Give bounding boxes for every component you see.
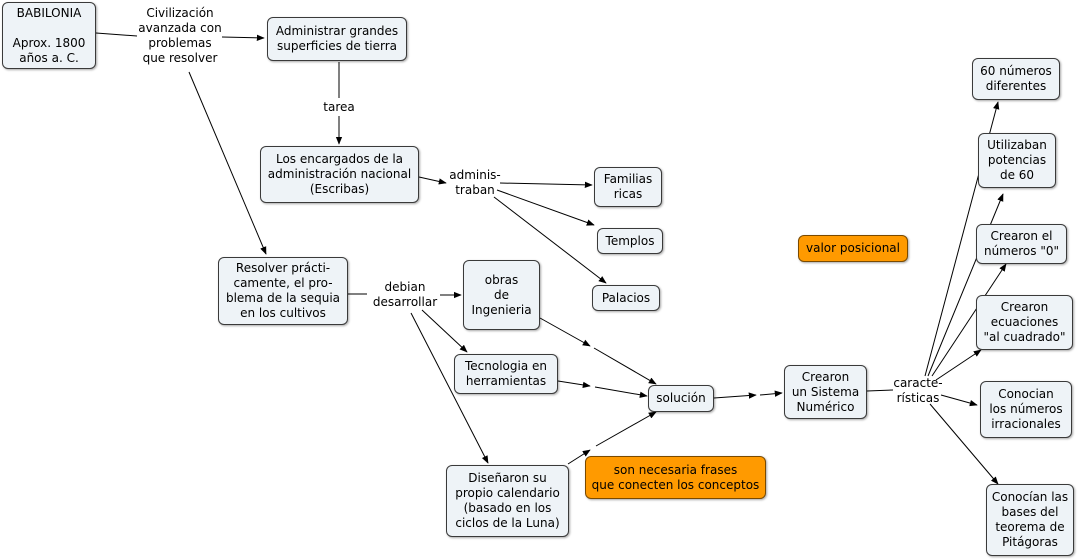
concept-obras[interactable]: obras de Ingenieria xyxy=(463,260,540,330)
edge-debian-disenaron xyxy=(410,312,489,464)
link-administraban: adminis- traban xyxy=(449,168,501,197)
concept-potencias[interactable]: Utilizaban potencias de 60 xyxy=(978,133,1056,188)
concept-irracionales[interactable]: Conocian los números irracionales xyxy=(980,381,1072,438)
concept-pitagoras[interactable]: Conocían las bases del teorema de Pitágo… xyxy=(986,484,1074,556)
concept-sistema[interactable]: Crearon un Sistema Numérico xyxy=(784,365,867,419)
link-caracteristicas: caracte- rísticas xyxy=(893,376,943,405)
concept-templos[interactable]: Templos xyxy=(597,228,663,254)
edge-babilonia-civilizacion xyxy=(95,32,138,37)
concept-sesenta[interactable]: 60 números diferentes xyxy=(972,58,1060,100)
edge-obras-solucion-a xyxy=(539,317,591,347)
edge-tecnologia-solucion-a xyxy=(557,380,591,389)
edge-administraban-palacios xyxy=(493,196,607,284)
concept-babilonia[interactable]: BABILONIA Aprox. 1800 años a. C. xyxy=(2,2,96,69)
concept-familias[interactable]: Familias ricas xyxy=(594,167,662,207)
link-debian: debian desarrollar xyxy=(372,280,438,309)
concept-tecnologia[interactable]: Tecnologia en herramientas xyxy=(454,354,558,394)
concept-disenaron[interactable]: Diseñaron su propio calendario (basado e… xyxy=(446,465,569,537)
link-civilizacion: Civilización avanzada con problemas que … xyxy=(138,6,222,65)
concept-encargados[interactable]: Los encargados de la administración naci… xyxy=(260,146,419,203)
edge-solucion-sistema-b xyxy=(759,390,783,397)
edge-caracteristicas-pitagoras xyxy=(929,403,999,485)
edge-solucion-sistema-a xyxy=(713,392,757,399)
concept-cero[interactable]: Crearon el números "0" xyxy=(976,224,1067,264)
edge-caracteristicas-ecuaciones xyxy=(935,349,982,381)
concept-administrar[interactable]: Administrar grandes superficies de tierr… xyxy=(267,17,407,61)
edge-sistema-caracteristicas xyxy=(866,389,894,392)
edge-civilizacion-resolver xyxy=(188,71,267,255)
edge-caracteristicas-cero xyxy=(931,263,1007,377)
note-valor-posicional[interactable]: valor posicional xyxy=(798,235,908,262)
edge-administraban-templos xyxy=(496,189,595,226)
edge-disenaron-solucion-b xyxy=(595,411,657,447)
concept-solucion[interactable]: solución xyxy=(648,385,714,412)
edge-administraban-familias xyxy=(499,181,593,189)
edge-obras-solucion-b xyxy=(593,347,657,385)
link-tarea: tarea xyxy=(323,99,355,114)
edge-disenaron-solucion-a xyxy=(567,449,591,465)
note-frases[interactable]: son necesaria frases que conecten los co… xyxy=(585,456,766,499)
edge-encargados-administraban xyxy=(418,176,447,185)
edge-caracteristicas-irracionales xyxy=(940,394,978,407)
concept-resolver[interactable]: Resolver prácti- camente, el pro- blema … xyxy=(218,257,348,325)
edge-tecnologia-solucion-b xyxy=(594,386,648,398)
edge-civilizacion-administrar xyxy=(221,34,265,42)
concept-palacios[interactable]: Palacios xyxy=(592,285,660,311)
edge-debian-tecnologia xyxy=(421,309,468,353)
concept-ecuaciones[interactable]: Crearon ecuaciones "al cuadrado" xyxy=(976,295,1073,350)
